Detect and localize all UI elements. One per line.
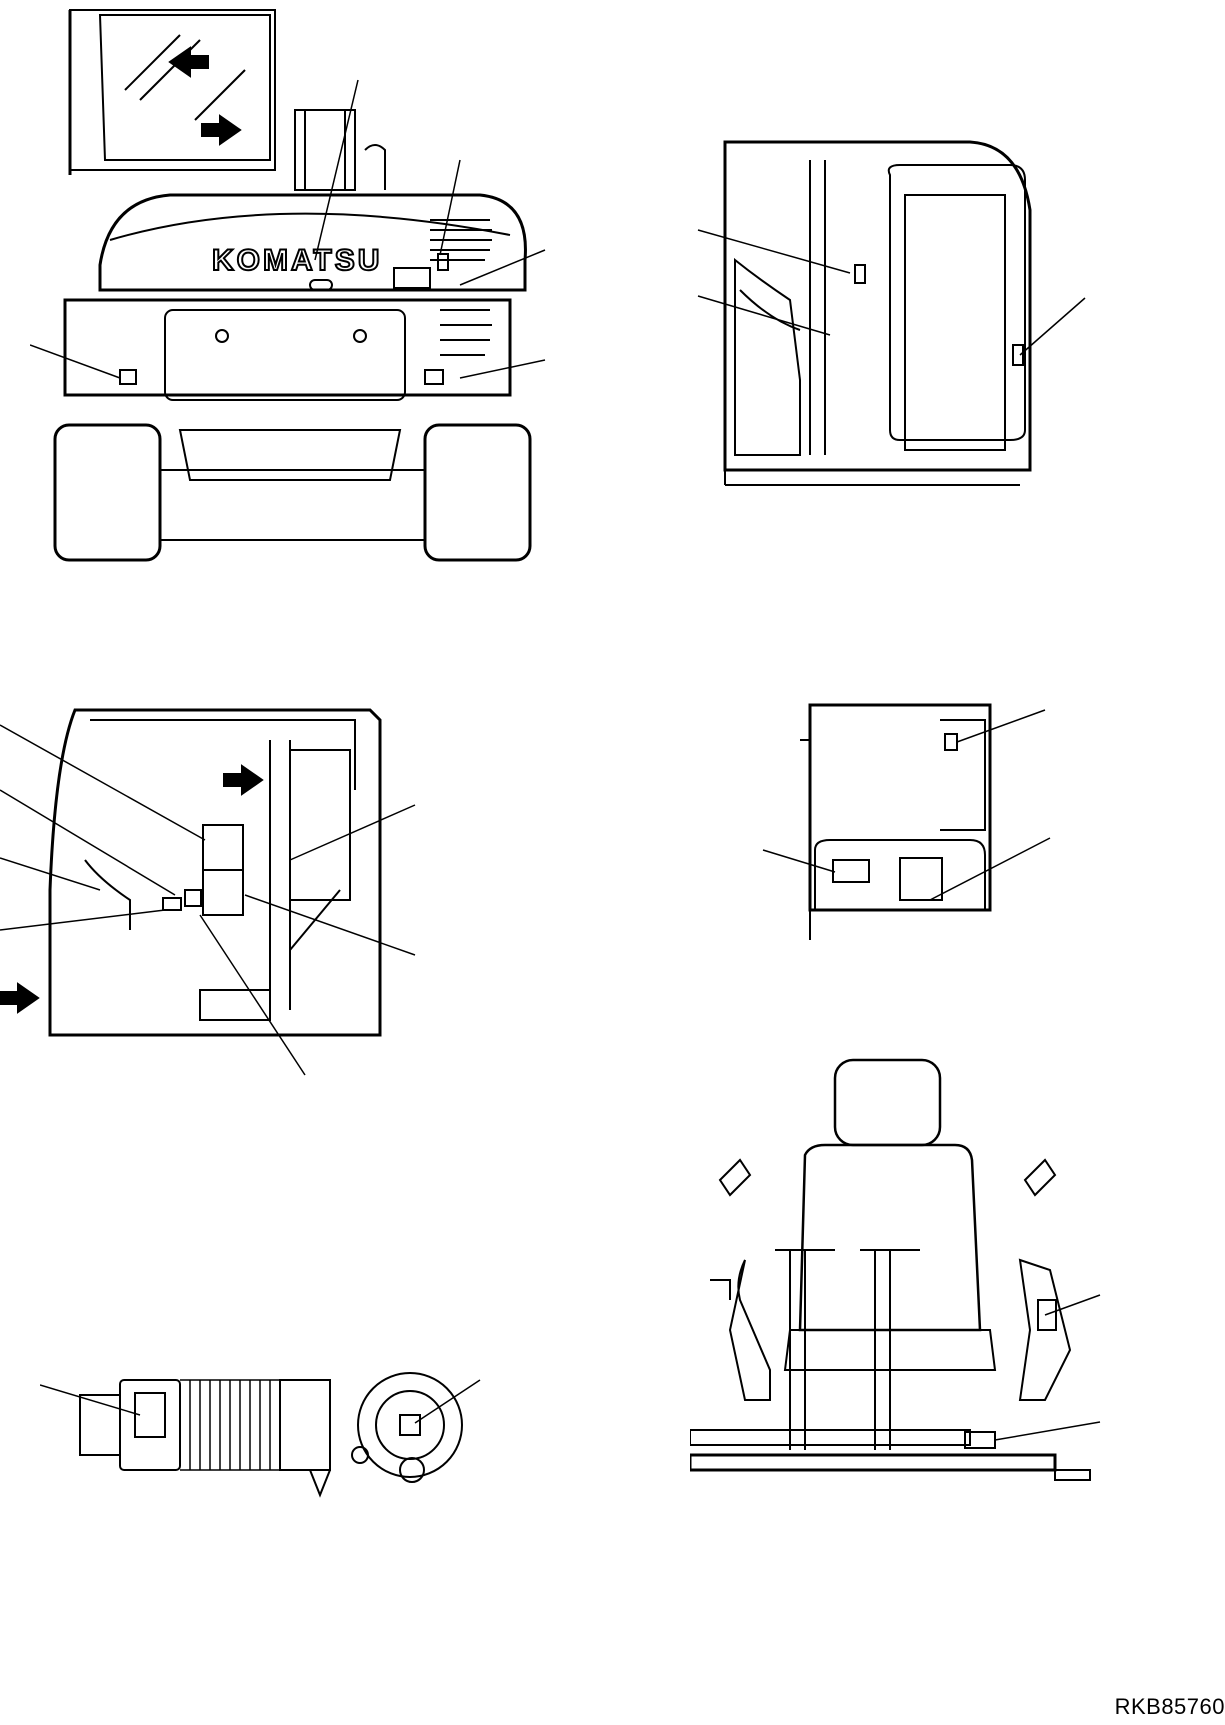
decal-rear-right-lower [394,268,430,288]
cab-decal-upper [855,265,865,283]
cab-decal-large-a [203,825,243,870]
rear-panel-decal-right [900,858,942,900]
cab-decal-large-b [203,870,243,915]
left-arrow-icon [170,48,208,76]
decal-rear-right [425,370,443,384]
cab-side-view [680,130,1100,490]
rear-panel-decal-left [833,860,869,882]
cab-decal-side [1013,345,1023,365]
right-lever-decal [1038,1300,1056,1330]
air-cleaner-decal [135,1393,165,1437]
machine-rear-view: KOMATSU [30,0,550,570]
air-cleaner-end-decal [400,1415,420,1435]
drawing-reference-code: RKB85760 [1114,1694,1225,1719]
brand-logo: KOMATSU [212,244,382,277]
cab-decal-small-b [163,898,181,910]
cab-interior-view [0,690,420,1080]
right-arrow-icon [224,766,262,794]
operator-seat-view [690,1050,1125,1550]
rear-panel-decal-small [945,734,957,750]
decal-rear-right-upper [438,254,448,270]
air-cleaner-view [40,1335,500,1505]
entry-arrow-icon [0,984,38,1012]
cab-decal-small-a [185,890,201,906]
decal-rear-left [120,370,136,384]
cab-rear-panel-view [755,690,1065,950]
right-arrow-icon [202,116,240,144]
